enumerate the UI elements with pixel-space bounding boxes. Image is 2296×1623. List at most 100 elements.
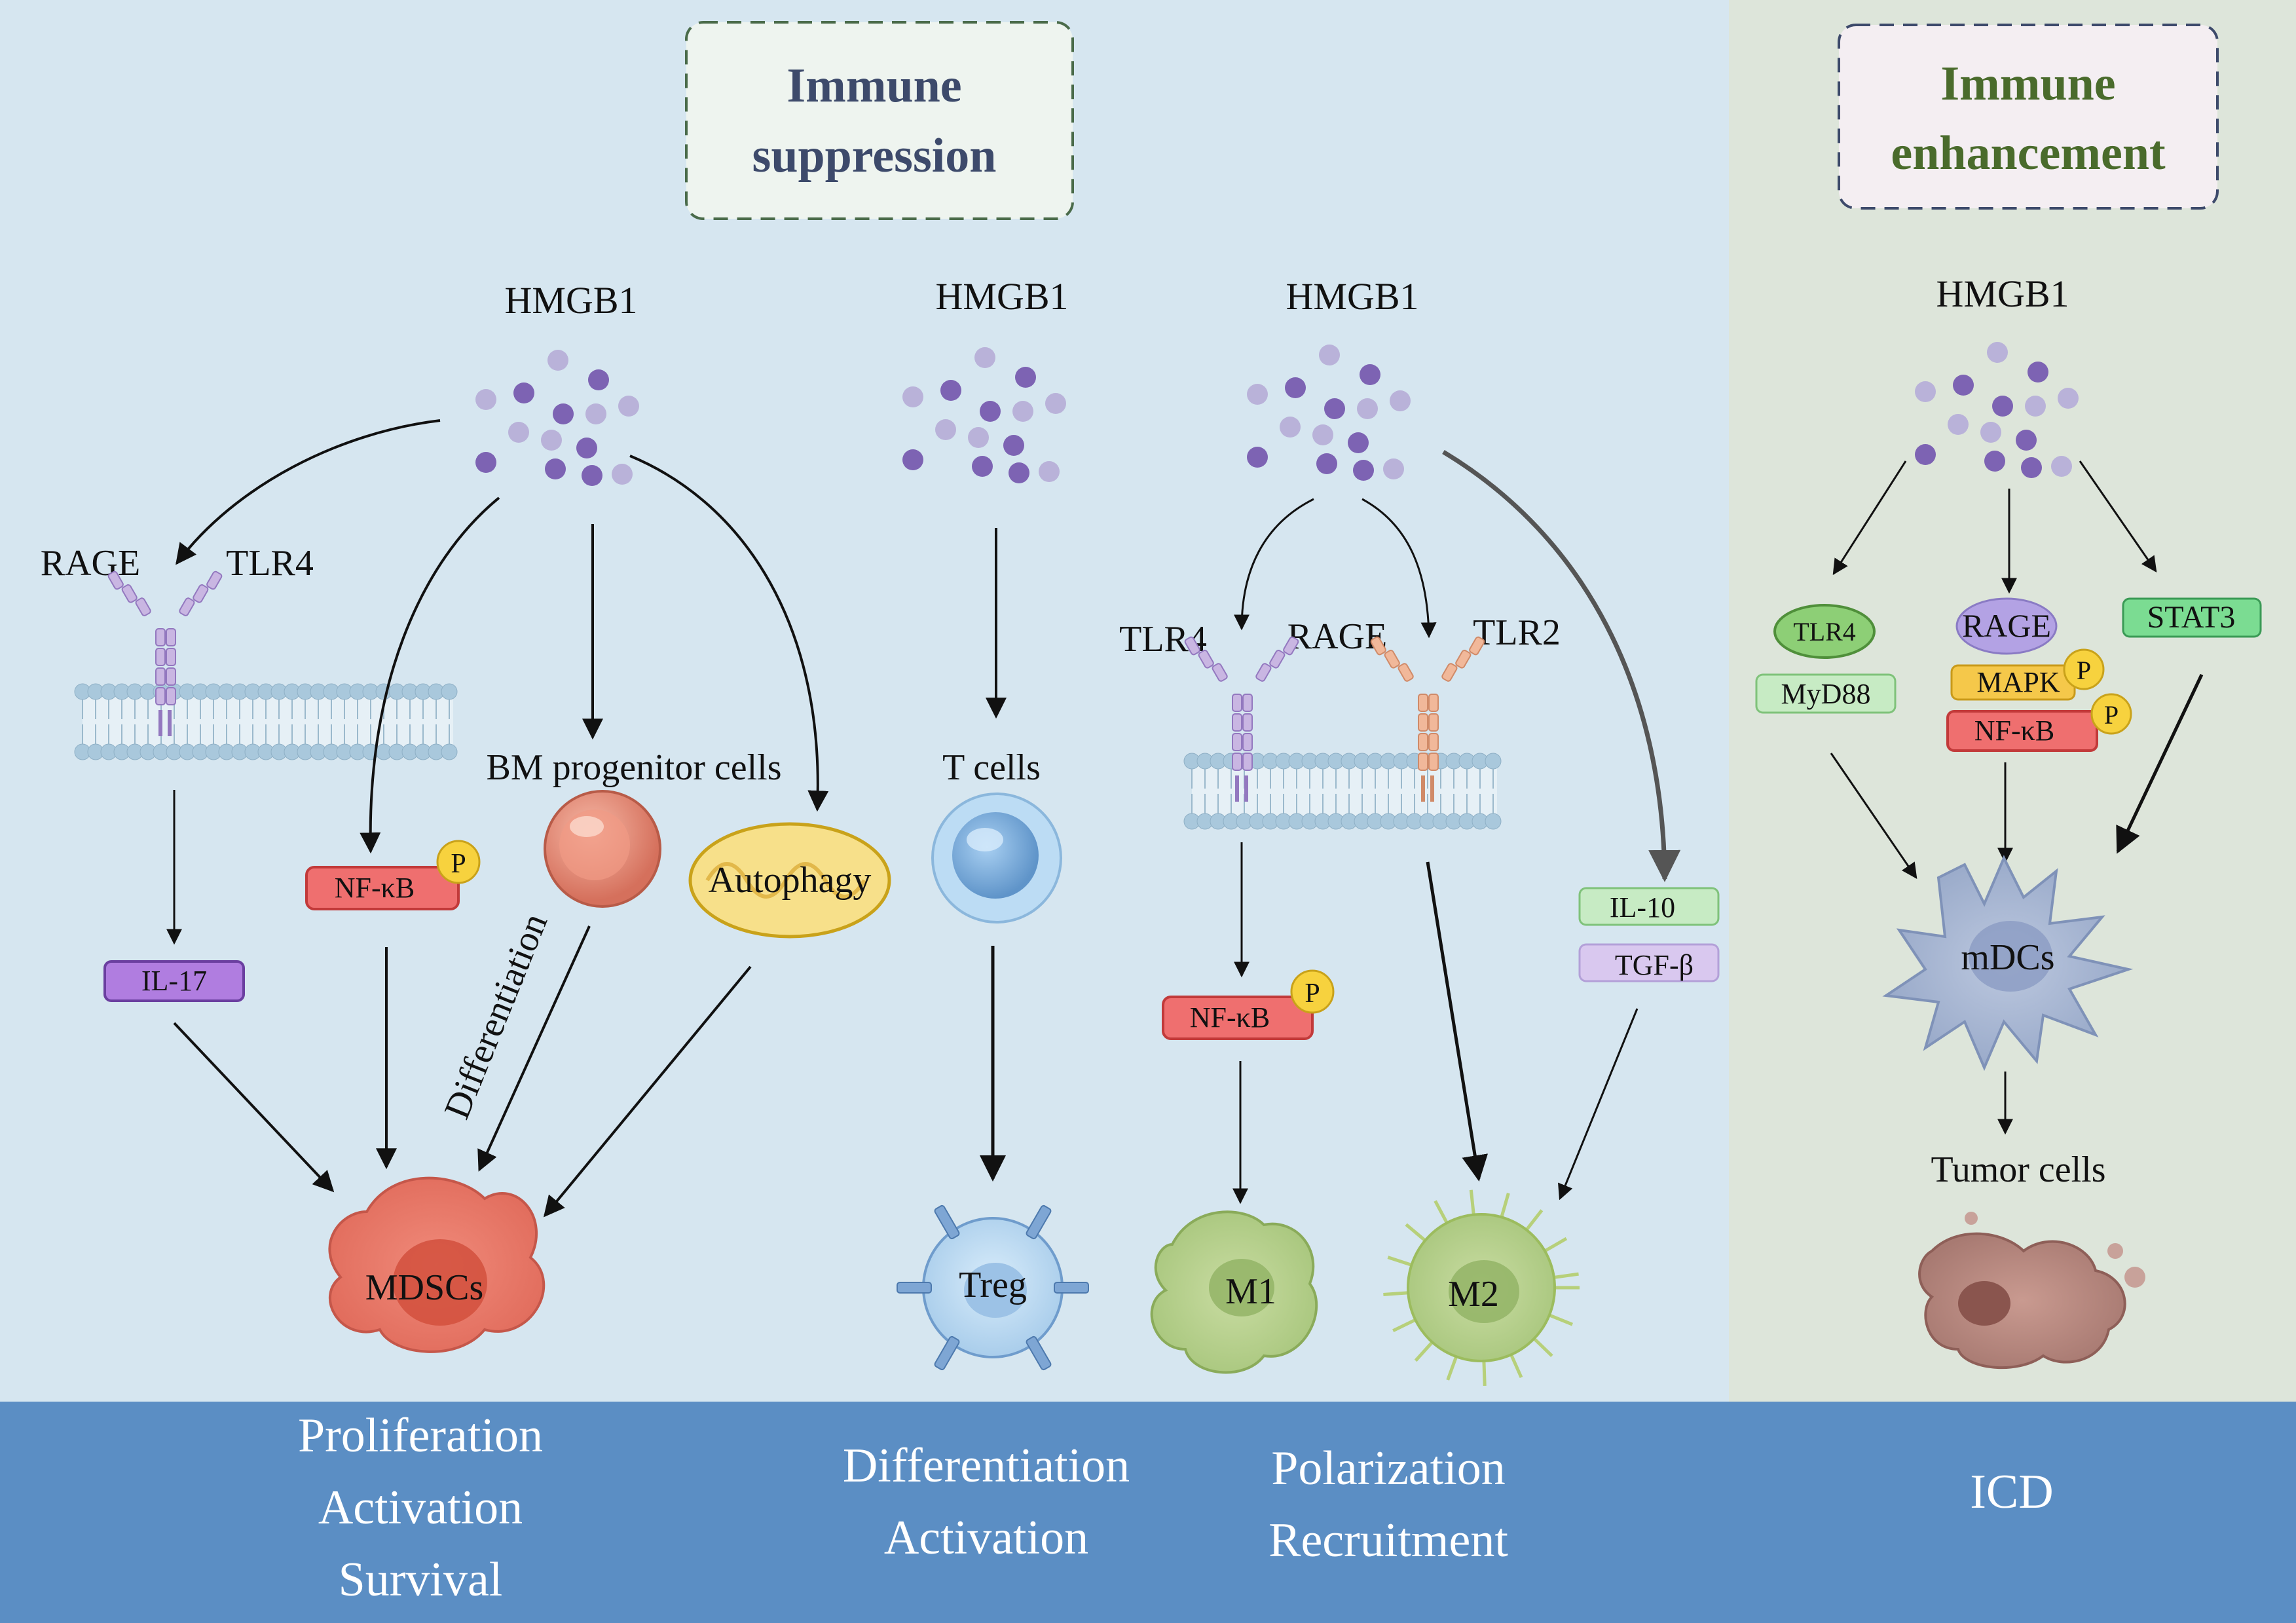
hmgb1-molecules-3: [1247, 345, 1411, 481]
hmgb1-dot: [553, 403, 574, 424]
bottom-treg-line2: Activation: [884, 1511, 1088, 1565]
hmgb1-dot: [1353, 460, 1374, 481]
hmgb1-dot: [1984, 451, 2005, 472]
hmgb1-dot: [1980, 422, 2001, 443]
tgfb-box: [1578, 943, 1720, 982]
rage-label-p3: RAGE: [1287, 616, 1387, 657]
nfkb-label-p3: NF-κB: [1190, 1001, 1270, 1034]
m2-macrophage-icon: [1383, 1189, 1580, 1386]
arrow-il17-to-mdscs: [173, 1022, 335, 1193]
hmgb1-dot: [1948, 414, 1969, 435]
hmgb1-dot: [1992, 396, 2013, 417]
bottom-mdscs-line1: Proliferation: [298, 1409, 543, 1463]
hmgb1-dot: [1012, 401, 1033, 422]
hmgb1-dot: [1383, 458, 1404, 479]
mitochondrion-icon: [688, 822, 891, 939]
hmgb1-dot: [1247, 447, 1268, 468]
m1-macrophage-icon: [1150, 1210, 1318, 1374]
hmgb1-dot: [1247, 384, 1268, 405]
nfkb-box-p1: [305, 866, 460, 910]
arrow-hmgb1-to-tlr2-p3: [1361, 498, 1437, 639]
tumor-cell-icon: [1918, 1212, 2145, 1370]
hmgb1-dot: [576, 438, 597, 458]
receptor-icon-tlr4-p3: [1184, 636, 1299, 802]
hmgb1-dot: [1915, 444, 1936, 465]
dendritic-cell-icon: [1882, 855, 2134, 1072]
hmgb1-dot: [545, 458, 566, 479]
enhancement-title-line2: enhancement: [1891, 126, 2166, 180]
arrow-hmgb1-to-tlr4-p3: [1234, 498, 1314, 631]
hmgb1-dot: [541, 430, 562, 451]
suppression-title-line1: Immune: [787, 59, 961, 113]
arrow-hmgb1-to-receptor: [176, 419, 441, 565]
hmgb1-dot: [1987, 342, 2008, 363]
hmgb1-dot: [1003, 435, 1024, 456]
hmgb1-dot: [1324, 398, 1345, 419]
arrow-hmgb1-to-autophagy: [629, 455, 829, 812]
mapk-label: MAPK: [1976, 666, 2060, 698]
receptor-icon-tlr2-p3: [1370, 636, 1485, 802]
hmgb1-dot: [1915, 381, 1936, 402]
hmgb1-dot: [1348, 432, 1369, 453]
hmgb1-dot: [2025, 396, 2046, 417]
hmgb1-dot: [475, 389, 496, 410]
bm-progenitor-cell-icon: [544, 790, 661, 908]
hmgb1-dot: [1316, 453, 1337, 474]
hmgb1-label-4: HMGB1: [1936, 272, 2069, 315]
hmgb1-label-3: HMGB1: [1286, 275, 1418, 318]
hmgb1-dot: [974, 347, 995, 368]
m2-label: M2: [1448, 1274, 1499, 1315]
phospho-badge-nfkb-p4: [2090, 693, 2132, 735]
hmgb1-dot: [513, 382, 534, 403]
phospho-badge-p3: [1290, 969, 1335, 1014]
cell-membrane-1: [74, 683, 458, 760]
cell-membrane-2: [1183, 753, 1502, 830]
arrow-hmgb1-to-stat3-p4: [2079, 460, 2157, 572]
treg-label: Treg: [959, 1265, 1027, 1305]
bottom-treg-line1: Differentiation: [843, 1439, 1130, 1493]
rage-label-p1: RAGE: [41, 543, 140, 584]
phospho-label-mapk: P: [2077, 656, 2091, 685]
bottom-macrophage-line2: Recruitment: [1268, 1514, 1508, 1567]
hmgb1-dot: [2028, 362, 2048, 382]
hmgb1-dot: [585, 403, 606, 424]
arrow-tlr2-to-m2: [1426, 861, 1489, 1182]
hmgb1-dot: [1009, 462, 1029, 483]
phospho-label-p1: P: [451, 849, 466, 879]
hmgb1-dot: [1045, 393, 1066, 414]
t-cells-label: T cells: [942, 747, 1041, 788]
bottom-mdscs-line3: Survival: [339, 1553, 503, 1607]
phospho-badge-mapk: [2063, 648, 2105, 690]
hmgb1-dot: [1390, 390, 1411, 411]
arrow-bm-to-mdscs: [477, 925, 591, 1172]
enhancement-header-box: [1838, 24, 2219, 210]
myd88-label: MyD88: [1781, 678, 1871, 710]
tlr4-ellipse-p4: [1773, 604, 1876, 659]
nfkb-box-p3: [1162, 996, 1314, 1040]
hmgb1-dot: [612, 464, 633, 485]
hmgb1-molecules-2: [902, 347, 1066, 483]
nfkb-label-p4: NF-κB: [1974, 715, 2054, 747]
hmgb1-dot: [1280, 417, 1301, 438]
myd88-box: [1755, 673, 1897, 714]
nfkb-box-p4: [1946, 710, 2098, 752]
arrow-hmgb1-to-nfkb: [360, 496, 500, 854]
hmgb1-dot: [902, 449, 923, 470]
hmgb1-dot: [2016, 430, 2037, 451]
t-cell-icon: [931, 793, 1062, 923]
il10-box: [1578, 887, 1720, 926]
tgfb-label: TGF-β: [1615, 949, 1694, 981]
hmgb1-dot: [2051, 456, 2072, 477]
mdsc-cell-icon: [328, 1176, 546, 1353]
hmgb1-dot: [508, 422, 529, 443]
hmgb1-label-1: HMGB1: [504, 279, 637, 322]
m1-label: M1: [1225, 1271, 1276, 1312]
hmgb1-molecules-4: [1915, 342, 2079, 478]
tlr2-label-p3: TLR2: [1473, 612, 1561, 653]
arrow-hmgb1-to-tlr4-p4: [1832, 460, 1907, 576]
il10-label: IL-10: [1610, 891, 1675, 923]
tlr4-label-p4: TLR4: [1793, 617, 1856, 646]
hmgb1-dot: [968, 427, 989, 448]
hmgb1-dot: [588, 369, 609, 390]
